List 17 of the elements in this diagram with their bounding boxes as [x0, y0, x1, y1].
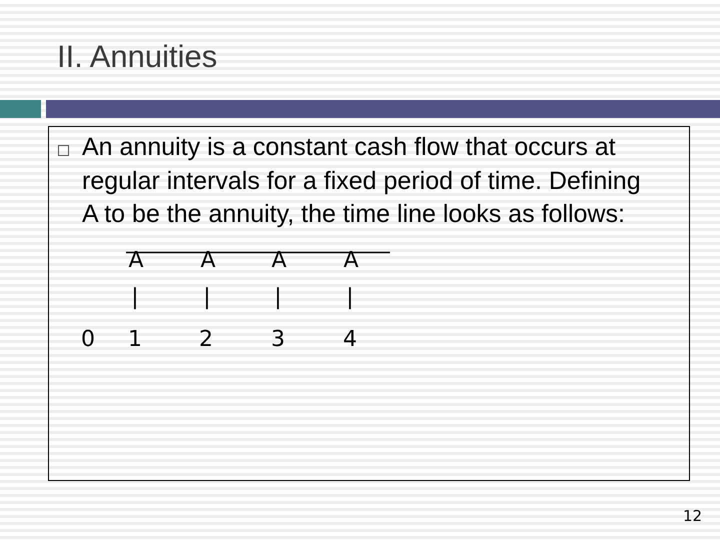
page-number: 12 [683, 509, 702, 524]
period-number: 1 [128, 329, 142, 351]
tick-mark: | [131, 287, 139, 309]
tick-mark: | [346, 287, 354, 309]
tick-mark: | [274, 287, 282, 309]
annuity-amount: A [343, 250, 359, 272]
bullet-text: An annuity is a constant cash flow that occurs at regular intervals for a fixed period of time. Defining A to be the annuity, the time line looks as follows: [82, 132, 642, 230]
period-number: 3 [271, 329, 285, 351]
annuity-amount: A [128, 250, 144, 272]
slide-title: II. Annuities [57, 39, 218, 75]
text-frame [48, 126, 690, 481]
period-number: 0 [81, 329, 95, 351]
period-number: 2 [199, 329, 213, 351]
annuity-amount: A [271, 250, 287, 272]
tick-mark: | [203, 287, 211, 309]
annuity-amount: A [200, 250, 216, 272]
period-number: 4 [343, 329, 357, 351]
